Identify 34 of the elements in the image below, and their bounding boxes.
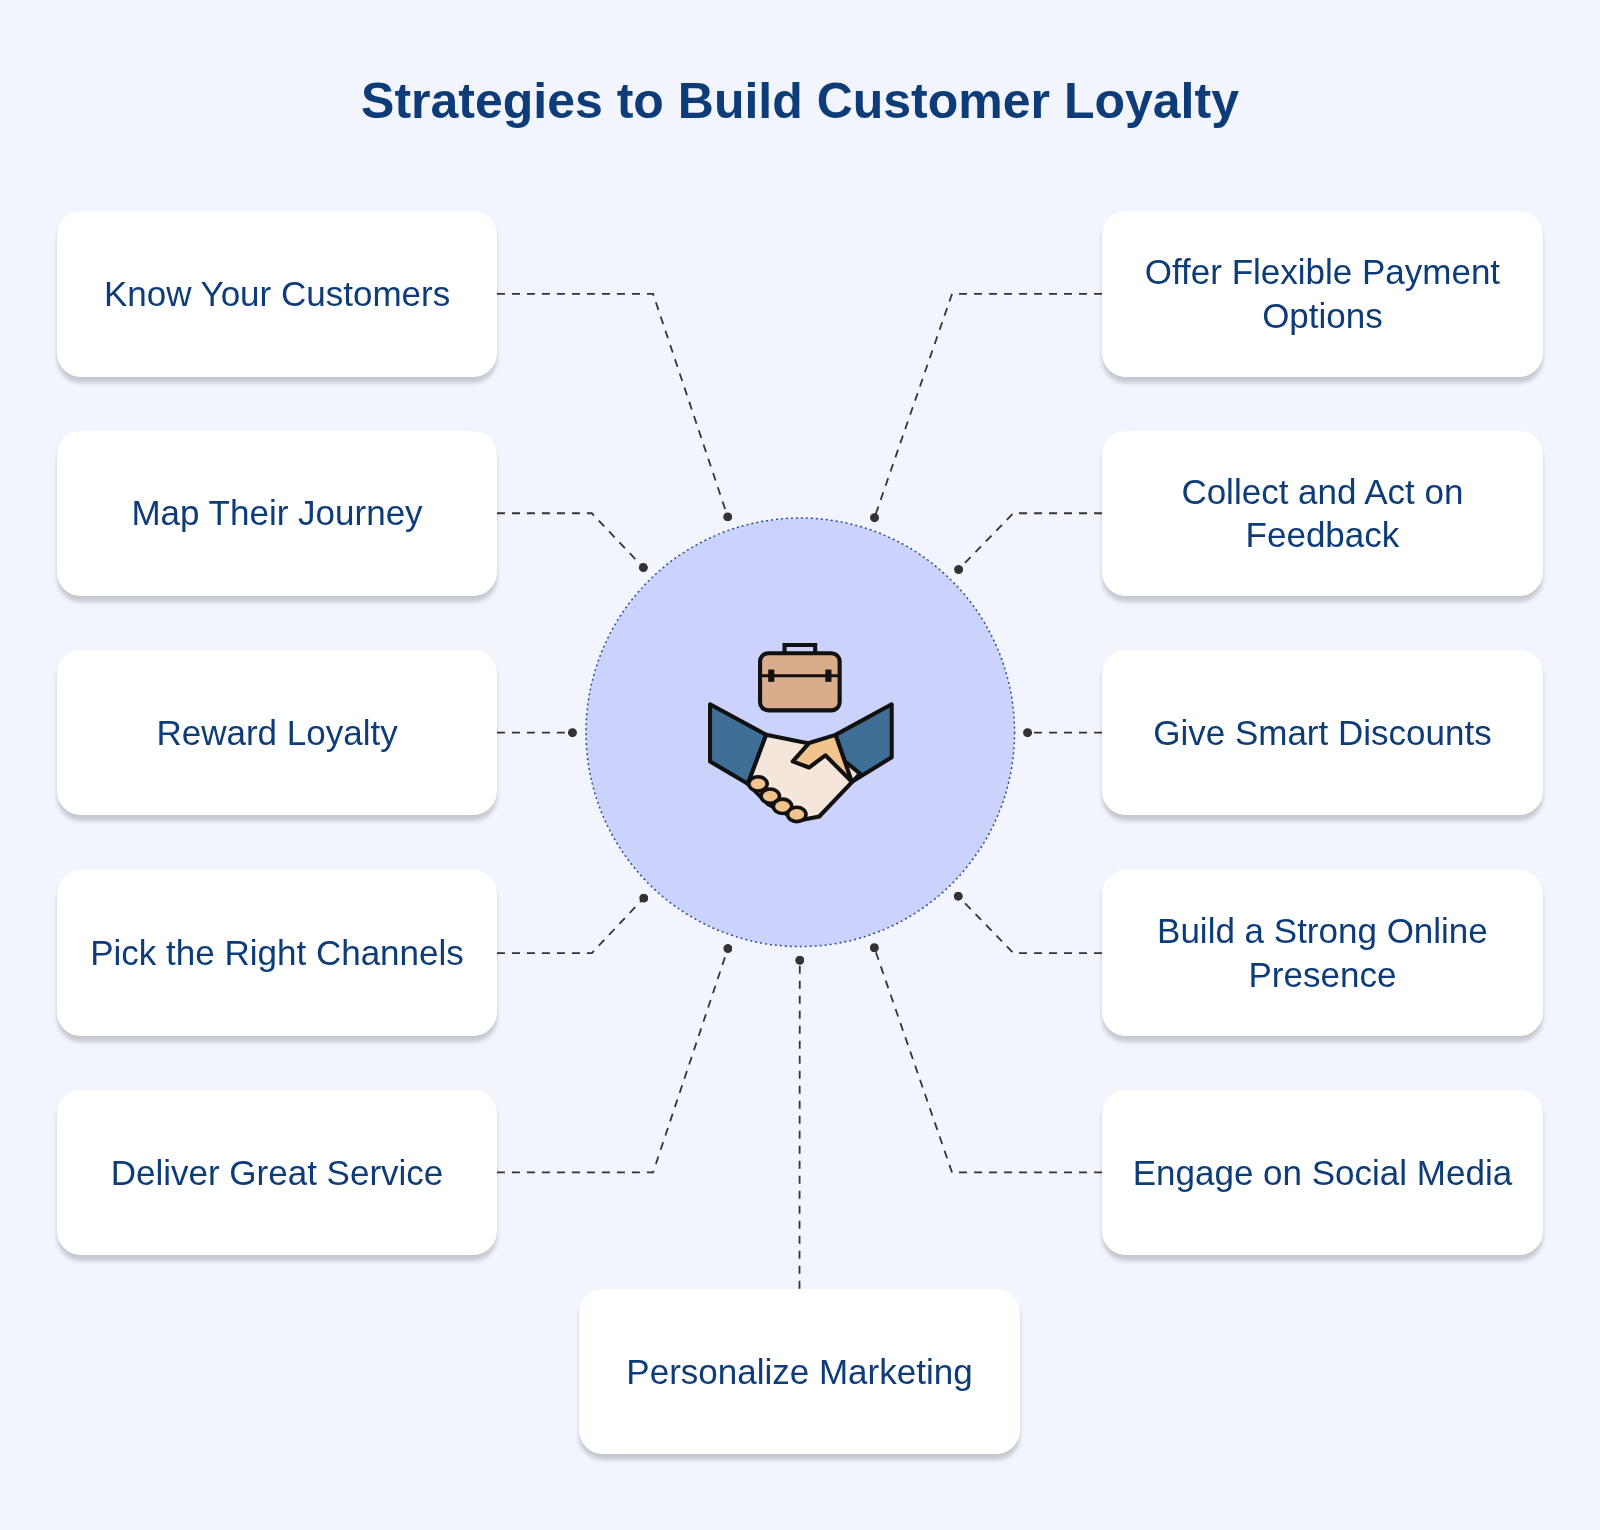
dashed-connector [496,512,648,573]
strategy-label: Deliver Great Service [110,1151,444,1194]
strategy-label: Personalize Marketing [626,1350,973,1393]
strategy-card [57,870,497,1036]
strategy-card [57,430,497,596]
strategy-card [1102,211,1543,377]
strategy-label: Pick the Right Channels [90,932,464,975]
strategy-label: Reward Loyalty [156,711,398,754]
strategy-card [578,1288,1021,1455]
strategy-label: Engage on Social Media [1132,1151,1513,1194]
strategy-label: Map Their Journey [131,492,423,535]
strategy-card [1102,430,1543,596]
dashed-connector [869,943,1103,1174]
strategy-label: Offer Flexible Payment Options [1143,251,1502,337]
strategy-card [1102,650,1543,816]
dashed-connector [954,512,1103,574]
strategy-card [57,650,497,816]
strategy-label: Collect and Act on Feedback [1180,470,1465,557]
dashed-connector [496,893,649,954]
strategy-label: Give Smart Discounts [1153,711,1492,754]
strategy-card [1102,870,1543,1036]
dashed-connector [953,891,1103,954]
dashed-connector [496,944,733,1174]
strategy-card [57,1089,497,1256]
strategy-card [1102,1089,1543,1256]
diagram-title: Strategies to Build Customer Loyalty [360,72,1240,130]
dashed-connector [1023,728,1103,738]
strategy-card [57,211,497,377]
dashed-connector [795,955,805,1290]
dashed-connector [870,293,1103,523]
strategy-label: Know Your Customers [103,273,451,315]
dashed-connector [496,728,577,738]
dashed-connector [496,293,733,522]
strategy-label: Build a Strong Online Presence [1156,910,1489,997]
